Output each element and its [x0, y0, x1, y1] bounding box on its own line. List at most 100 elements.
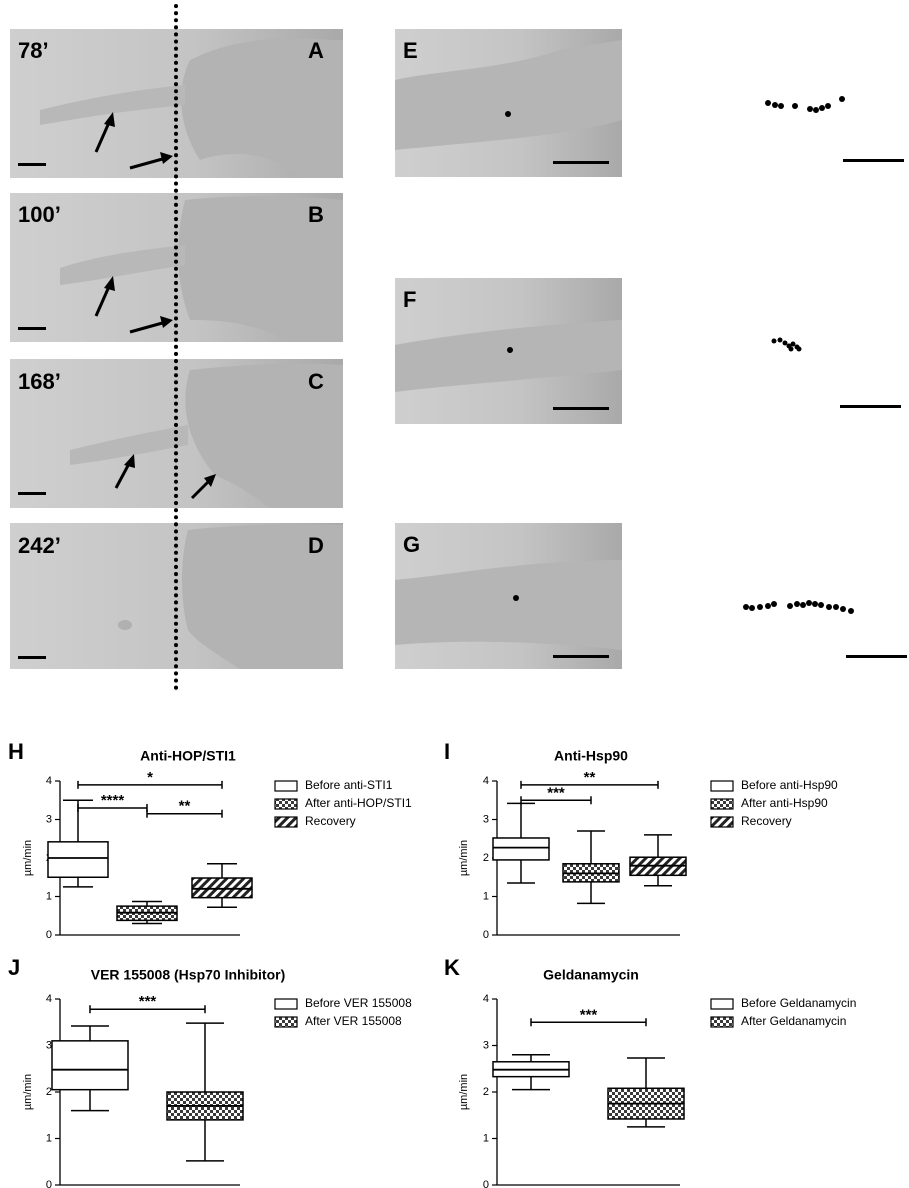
box-h-3	[191, 863, 253, 909]
box-h-2	[116, 900, 178, 925]
panel-letter-d: D	[308, 533, 324, 558]
legend-swatch-h-2	[274, 798, 298, 810]
chart-title-i: Anti-Hsp90	[554, 748, 628, 764]
trajectory-g	[743, 600, 854, 614]
box-i-2	[562, 830, 620, 905]
y-tick-label-k-0: 0	[483, 1179, 489, 1188]
micrograph-f: F	[395, 278, 622, 424]
significance-h-2: ****	[77, 792, 148, 812]
y-tick-label-i-2: 2	[483, 852, 489, 864]
y-tick-label-j-0: 0	[46, 1179, 52, 1188]
chart-title-j: VER 155008 (Hsp70 Inhibitor)	[91, 967, 286, 983]
box-j-1	[51, 1025, 129, 1112]
legend-label-i-1: Before anti-Hsp90	[741, 778, 838, 792]
y-tick-label-h-4: 4	[46, 775, 52, 787]
significance-k-1: ***	[530, 1006, 647, 1027]
significance-label-h-3: **	[179, 798, 191, 815]
panel-letter-c: C	[308, 369, 324, 394]
significance-j-1: ***	[89, 993, 206, 1014]
significance-label-h-1: *	[147, 769, 153, 786]
y-tick-label-i-4: 4	[483, 775, 489, 787]
scale-bar-f	[840, 405, 901, 408]
micrograph-column-left: 78’ A 100’ B 168’ C	[10, 4, 343, 694]
panel-letter-b: B	[308, 202, 324, 227]
micrograph-e: E	[395, 29, 622, 177]
y-tick-label-k-1: 1	[483, 1132, 489, 1144]
significance-h-3: **	[146, 798, 223, 818]
box-h-1	[47, 799, 109, 888]
legend-label-k-1: Before Geldanamycin	[741, 996, 856, 1010]
legend-label-h-2: After anti-HOP/STI1	[305, 796, 412, 810]
y-tick-label-h-1: 1	[46, 890, 52, 902]
panel-letter-f: F	[403, 287, 416, 312]
y-tick-label-j-2: 2	[46, 1086, 52, 1098]
time-label-b: 100’	[18, 202, 61, 227]
y-tick-label-k-3: 3	[483, 1039, 489, 1051]
legend-swatch-i-2	[710, 798, 734, 810]
y-tick-label-k-2: 2	[483, 1086, 489, 1098]
box-body-h-3	[191, 877, 253, 899]
box-j-2	[166, 1022, 244, 1162]
scale-bar-e	[843, 159, 904, 162]
chart-k: K Geldanamycin 0 1 2 3 4 µm/min *** Before Geldan…	[444, 955, 856, 1188]
box-k-1	[492, 1054, 570, 1091]
y-axis-label-k: µm/min	[458, 1074, 470, 1110]
significance-label-h-2: ****	[101, 792, 125, 809]
panel-letter-a: A	[308, 38, 324, 63]
panel-letter-i: I	[444, 739, 450, 764]
trajectory-e	[765, 96, 845, 113]
y-tick-label-j-1: 1	[46, 1132, 52, 1144]
time-label-a: 78’	[18, 38, 49, 63]
legend-label-h-1: Before anti-STI1	[305, 778, 393, 792]
scale-bar-g	[846, 655, 907, 658]
box-k-2	[607, 1057, 685, 1128]
legend-swatch-h-1	[274, 780, 298, 792]
legend-label-j-1: Before VER 155008	[305, 996, 412, 1010]
box-i-1	[492, 802, 550, 884]
legend-swatch-k-2	[710, 1016, 734, 1028]
chart-title-k: Geldanamycin	[543, 967, 639, 983]
panel-letter-j: J	[8, 955, 20, 980]
time-label-d: 242’	[18, 533, 61, 558]
legend-label-i-2: After anti-Hsp90	[741, 796, 828, 810]
box-body-i-1	[492, 837, 550, 861]
legend-label-i-3: Recovery	[741, 814, 792, 828]
y-tick-label-i-1: 1	[483, 890, 489, 902]
y-tick-label-h-3: 3	[46, 813, 52, 825]
significance-i-1: **	[520, 769, 659, 789]
box-body-h-1	[47, 841, 109, 879]
y-tick-label-i-3: 3	[483, 813, 489, 825]
legend-swatch-h-3	[274, 816, 298, 828]
panel-letter-h: H	[8, 739, 24, 764]
legend-label-j-2: After VER 155008	[305, 1014, 402, 1028]
y-axis-label-h: µm/min	[22, 840, 34, 876]
y-tick-label-h-0: 0	[46, 929, 52, 941]
significance-i-2: ***	[520, 784, 592, 805]
micrograph-g: G	[395, 523, 622, 669]
y-tick-label-k-4: 4	[483, 993, 489, 1005]
legend-label-k-2: After Geldanamycin	[741, 1014, 846, 1028]
box-i-3	[629, 834, 687, 887]
micrograph-column-right: E F G	[395, 29, 907, 669]
legend-swatch-i-1	[710, 780, 734, 792]
legend-swatch-j-2	[274, 1016, 298, 1028]
significance-label-k-1: ***	[580, 1006, 598, 1023]
significance-label-i-2: ***	[547, 784, 565, 801]
legend-swatch-k-1	[710, 998, 734, 1010]
panel-letter-g: G	[403, 532, 420, 557]
y-tick-label-j-3: 3	[46, 1039, 52, 1051]
box-body-j-1	[51, 1040, 129, 1091]
significance-h-1: *	[77, 769, 223, 789]
panel-letter-k: K	[444, 955, 460, 980]
legend-swatch-i-3	[710, 816, 734, 828]
significance-label-i-1: **	[584, 769, 596, 786]
trajectory-f	[771, 337, 802, 352]
y-tick-label-j-4: 4	[46, 993, 52, 1005]
time-label-c: 168’	[18, 369, 61, 394]
legend-label-h-3: Recovery	[305, 814, 356, 828]
